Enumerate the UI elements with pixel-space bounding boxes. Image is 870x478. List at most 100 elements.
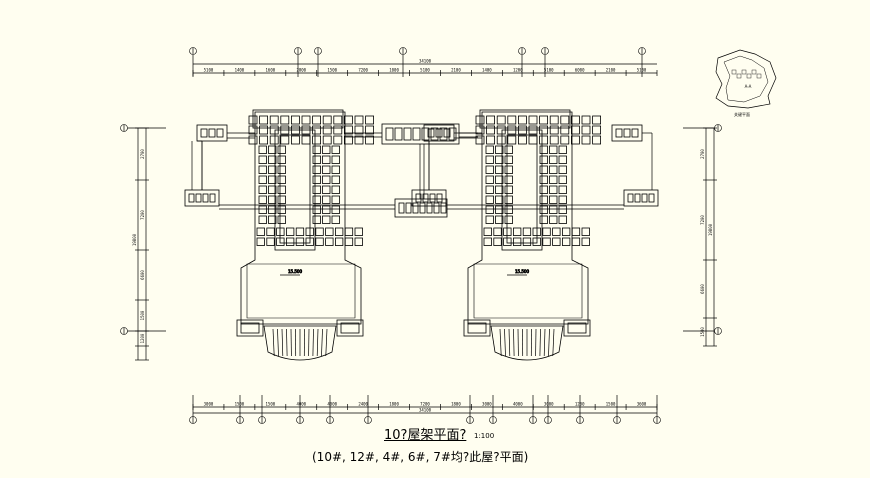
corner-box — [336, 319, 364, 337]
dim-value: 1400 — [482, 68, 492, 73]
dim-value: 1000 — [389, 68, 399, 73]
roof-tile-cell — [331, 145, 340, 154]
skylight-pane — [412, 202, 419, 214]
dim-value: 6600 — [140, 270, 145, 280]
dim-value: 1800 — [389, 402, 399, 407]
roof-tile-cell — [365, 115, 375, 125]
side-skylight-box — [423, 124, 455, 142]
skylight-pane — [209, 193, 216, 203]
roof-tile-cell — [331, 205, 340, 214]
keyplan-cell — [736, 73, 742, 79]
skylight-pane — [615, 128, 623, 138]
roof-tile-cell — [549, 205, 558, 214]
roof-tile-cell — [493, 237, 502, 246]
skylight-pane — [641, 193, 648, 203]
roof-tile-cell — [268, 145, 277, 154]
roof-tile-cell — [259, 125, 269, 135]
overall-dim-value: 19800 — [132, 233, 137, 246]
roof-tile-cell — [571, 227, 581, 236]
dim-value: 2100 — [451, 68, 461, 73]
roof-tile-cell — [558, 175, 567, 184]
roof-tile-cell — [248, 135, 258, 145]
corner-box — [563, 319, 591, 337]
roof-tile-cell — [266, 237, 275, 246]
roof-tile-cell — [277, 215, 286, 224]
roof-tile-cell — [285, 227, 295, 236]
dim-value: 7200 — [358, 68, 368, 73]
roof-tile-cell — [277, 185, 286, 194]
bay-mullion — [513, 328, 515, 357]
roof-tile-cell — [268, 215, 277, 224]
roof-tile-cell — [258, 215, 267, 224]
roof-tile-cell — [539, 155, 548, 164]
bay-mullion — [508, 328, 511, 357]
dim-value: 5100 — [420, 68, 430, 73]
roof-tile-cell — [277, 165, 286, 174]
roof-tile-cell — [560, 135, 570, 145]
central-skylight-top — [381, 123, 460, 145]
roof-tile-cell — [277, 155, 286, 164]
roof-tile-cell — [581, 227, 590, 236]
roof-tile-cell — [312, 155, 321, 164]
roof-tile-cell — [496, 135, 506, 145]
roof-tile-cell — [558, 215, 567, 224]
keyplan-caption: A-A — [745, 84, 752, 89]
skylight-pane — [200, 128, 208, 138]
roof-tile-cell — [495, 205, 504, 214]
roof-tile-cell — [331, 175, 340, 184]
roof-tile-cell — [528, 135, 538, 145]
roof-tile-cell — [258, 145, 267, 154]
tower-frame — [252, 109, 344, 129]
drawing-title: 10?屋架平面? — [384, 428, 467, 443]
tower-frame — [479, 109, 571, 129]
roof-tile-cell — [539, 185, 548, 194]
roof-tile-cell — [558, 145, 567, 154]
roof-tile-cell — [301, 135, 311, 145]
roof-tile-cell — [549, 115, 559, 125]
dim-value: 2700 — [700, 149, 705, 159]
roof-tile-cell — [312, 175, 321, 184]
roof-tile-cell — [485, 205, 494, 214]
skylight-pane — [623, 128, 631, 138]
dim-value: 7200 — [700, 215, 705, 225]
bay-mullion — [272, 328, 275, 357]
dim-value: 2700 — [140, 149, 145, 159]
roof-tile-cell — [268, 185, 277, 194]
roof-tile-cell — [495, 165, 504, 174]
roof-tile-cell — [522, 227, 532, 236]
roof-tile-cell — [277, 205, 286, 214]
roof-tile-cell — [322, 195, 331, 204]
roof-tile-cell — [269, 115, 279, 125]
roof-tile-cell — [343, 125, 353, 135]
dim-value: 3600 — [637, 402, 647, 407]
roof-tile-cell — [493, 227, 502, 236]
roof-tile-cell — [483, 227, 492, 236]
roof-tile-cell — [581, 125, 591, 135]
roof-tile-cell — [258, 205, 267, 214]
roof-tile-cell — [312, 145, 321, 154]
roof-tile-cell — [343, 115, 353, 125]
dim-value: 1200 — [140, 333, 145, 343]
skylight-pane — [394, 127, 403, 141]
roof-tile-cell — [475, 115, 485, 125]
roof-tile-cell — [518, 115, 527, 125]
roof-tile-cell — [495, 195, 504, 204]
roof-tile-cell — [558, 165, 567, 174]
roof-tile-cell — [592, 135, 601, 145]
roof-tile-cell — [258, 195, 267, 204]
bay-mullion — [548, 328, 550, 357]
roof-tile-cell — [331, 215, 340, 224]
roof-tile-cell — [290, 135, 300, 145]
roof-tile-cell — [331, 165, 340, 174]
dim-value: 6000 — [575, 68, 585, 73]
roof-tile-cell — [504, 185, 513, 194]
roof-tile-cell — [549, 125, 559, 135]
corner-box-inner — [567, 322, 587, 334]
bay-window — [490, 325, 564, 361]
skylight-pane — [421, 127, 430, 141]
skylight-pane — [436, 193, 443, 203]
roof-tile-cell — [322, 215, 331, 224]
roof-tile-cell — [268, 205, 277, 214]
building-outline — [467, 111, 589, 325]
